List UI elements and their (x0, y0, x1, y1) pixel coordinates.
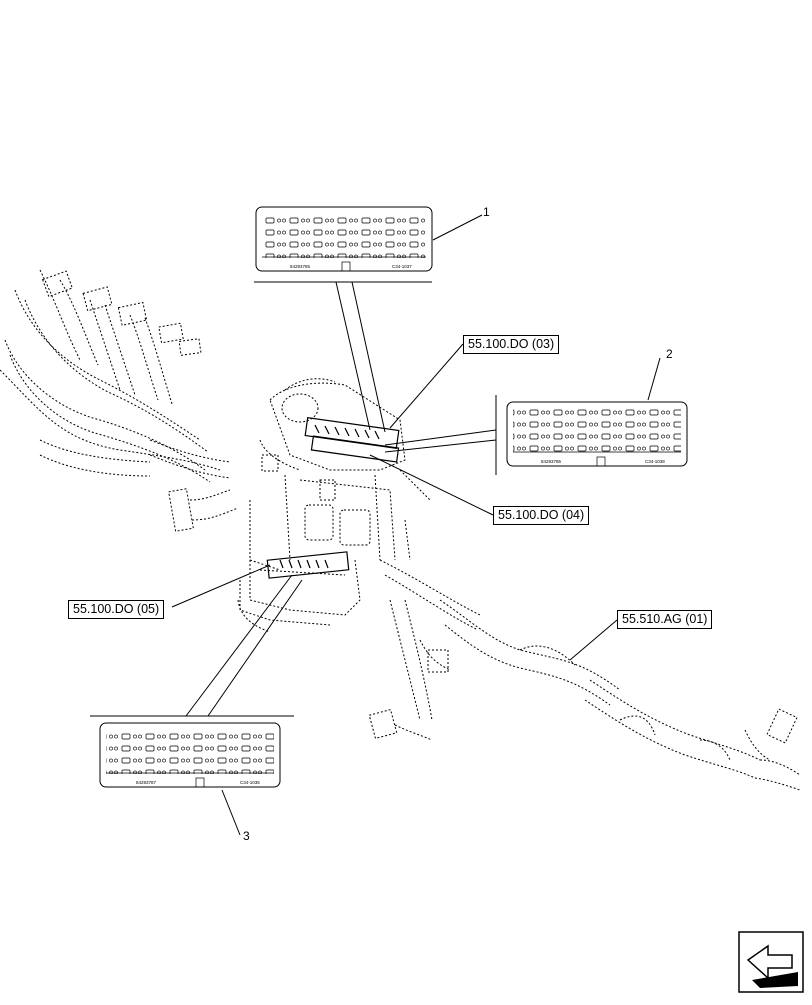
panel-1-part-right: C34-1037 (392, 264, 412, 269)
module-detail (266, 417, 400, 579)
panel-2-part-right: C34-1038 (645, 459, 665, 464)
panel-3-part-left: 84293787 (136, 780, 157, 785)
callout-3: 3 (243, 829, 250, 843)
reference-55-510-ag-01[interactable]: 55.510.AG (01) (617, 610, 713, 629)
harness-outline (0, 269, 801, 791)
reference-55-100-do-04[interactable]: 55.100.DO (04) (493, 506, 590, 525)
panel-2-leader (384, 357, 661, 475)
fuse-panel-1 (255, 206, 433, 272)
panel-1-leader (254, 214, 483, 433)
panel-3-leader (90, 574, 303, 836)
panel-1-part-left: 84293785 (290, 264, 311, 269)
reference-55-100-do-05[interactable]: 55.100.DO (05) (68, 600, 165, 619)
fuse-panel-3 (99, 722, 281, 788)
reference-55-100-do-03[interactable]: 55.100.DO (03) (463, 335, 560, 354)
reference-leaders (171, 343, 618, 661)
callout-2: 2 (666, 347, 673, 361)
fuse-panel-2 (506, 401, 688, 467)
callout-1: 1 (483, 205, 490, 219)
arrow-navigation-icon[interactable] (738, 931, 804, 993)
panel-3-part-right: C34-1036 (240, 780, 260, 785)
panel-2-part-left: 84293786 (541, 459, 562, 464)
